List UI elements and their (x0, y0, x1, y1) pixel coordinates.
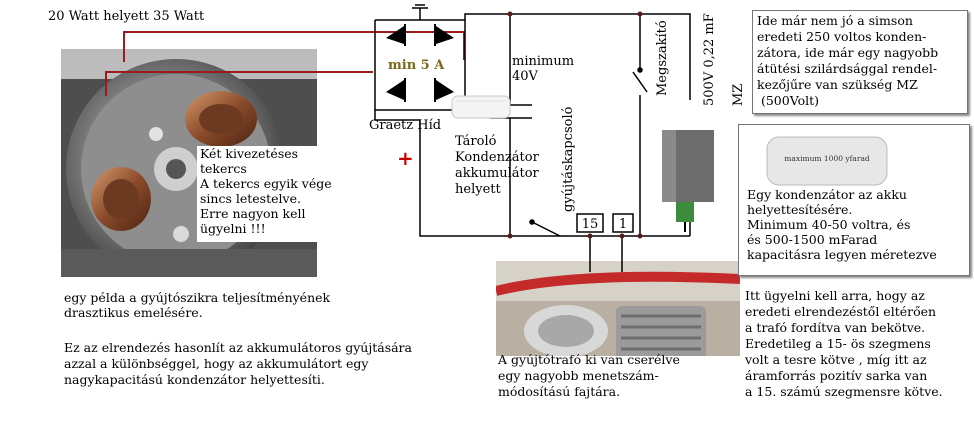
simson-note-line-1: Ide már nem jó a simson (757, 13, 913, 28)
simson-note-box (752, 10, 968, 114)
polarity-note-line-2: eredeti elrendezéstől eltérően (745, 304, 937, 319)
red-wire-lower (105, 71, 373, 96)
capacitor-note-line-3: Minimum 40-50 voltra, és (747, 217, 911, 232)
example-note-line-1: egy példa a gyújtószikra teljesítményéne… (64, 290, 331, 305)
stator-photo (61, 49, 317, 277)
stator-note-box (197, 146, 317, 242)
simson-note-line-2: eredeti 250 voltos konden- (757, 29, 927, 44)
terminal-1-label: 1 (619, 217, 627, 232)
diode-2 (436, 26, 454, 44)
engine-photo (496, 261, 740, 407)
capacitor-note-line-5: kapacitásra legyen méretezve (747, 247, 937, 262)
arrangement-note-line-1: Ez az elrendezés hasonlít az akkumulátor… (64, 340, 412, 355)
red-wire-upper (123, 31, 465, 62)
polarity-note-line-3: a trafó fordítva van bekötve. (745, 320, 926, 335)
capacitor-photo-box: maximum 1000 yfarad (738, 124, 970, 276)
breaker-label: Megszakító (655, 20, 670, 96)
polarity-note-line-7: a 15. számú szegmensre kötve. (745, 384, 943, 399)
storage-cap-line-2: Kondenzátor (455, 150, 539, 165)
terminal-15: 15 (576, 213, 604, 233)
mz-condenser (662, 130, 714, 232)
breaker-symbol (632, 67, 648, 93)
polarity-note-line-4: Eredetileg a 15- ös szegmens (745, 336, 931, 351)
stator-note-line-1: Két kivezetéses (200, 146, 299, 161)
polarity-note-line-6: áramforrás pozitív sarka van (745, 368, 928, 383)
bridge-current-label: min 5 A (388, 58, 445, 73)
stator-photo-drawing (61, 49, 317, 277)
ground-symbol (412, 4, 428, 20)
diode-3 (386, 80, 404, 100)
storage-cap-line-1: Tároló (455, 134, 497, 149)
stator-note-line-3: A tekercs egyik vége (200, 176, 332, 191)
capacitor-note-line-1: Egy kondenzátor az akku (747, 187, 907, 202)
diode-bars (404, 24, 436, 102)
ignition-switch-symbol (529, 219, 561, 237)
arrangement-note-line-2: azzal a különbséggel, hogy az akkumuláto… (64, 356, 369, 371)
ignition-switch-label: gyújtáskapcsoló (561, 106, 576, 212)
junction-dots (507, 11, 643, 239)
capacitor-note-line-2: helyettesítésére. (747, 202, 853, 217)
capacitor-photo-drawing: maximum 1000 yfarad (766, 136, 888, 186)
bridge-diodes (386, 26, 454, 100)
stator-note-line-5: Erre nagyon kell (200, 206, 306, 221)
header-title: 20 Watt helyett 35 Watt (48, 9, 205, 24)
polarity-note-line-5: volt a tesre kötve , míg itt az (745, 352, 927, 367)
capacitor-photo-label: maximum 1000 yfarad (784, 154, 870, 163)
simson-note-line-5: kezőjűre van szükség MZ (757, 77, 918, 92)
arrangement-note-line-3: nagykapacitású kondenzátor helyettesíti. (64, 372, 325, 387)
engine-photo-drawing (496, 261, 740, 407)
simson-note-line-4: átütési szilárdsággal rendel- (757, 61, 938, 76)
polarity-note-line-1: Itt ügyelni kell arra, hogy az (745, 288, 925, 303)
wire-top (464, 13, 691, 100)
coil-note-line-2: egy nagyobb menetszám- (498, 368, 659, 383)
voltage-note-line-2: 40V (512, 69, 538, 84)
stator-note-line-6: ügyelni !!! (200, 221, 266, 236)
main-wiring (374, 13, 691, 272)
coil-note-line-1: A gyújtótrafó ki van cserélve (498, 352, 680, 367)
bridge-name: Graetz Híd (369, 118, 442, 133)
simson-note-line-6: (500Volt) (757, 93, 820, 108)
diode-1 (386, 26, 404, 44)
stator-note-line-4: sincs letestelve. (200, 191, 301, 206)
diode-4 (436, 80, 454, 100)
storage-cap-line-3: akkumulátor (455, 166, 539, 181)
terminal-1: 1 (612, 213, 634, 233)
capacitor-note-line-4: és 500-1500 mFarad (747, 232, 878, 247)
red-wires (105, 31, 465, 96)
condenser-spec-line-1: 500V 0,22 mF (702, 13, 717, 106)
storage-cap-line-4: helyett (455, 182, 501, 197)
storage-capacitor-photo (451, 95, 511, 119)
voltage-note-line-1: minimum (512, 54, 575, 69)
plus-sign: + (397, 146, 414, 170)
example-note-line-2: drasztikus emelésére. (64, 305, 203, 320)
condenser-spec-line-2: MZ (731, 84, 746, 106)
simson-note-line-3: zátora, ide már egy nagyobb (757, 45, 939, 60)
stator-note-line-2: tekercs (200, 161, 247, 176)
terminal-15-label: 15 (582, 217, 599, 232)
coil-note-line-3: módosítású fajtára. (498, 384, 621, 399)
